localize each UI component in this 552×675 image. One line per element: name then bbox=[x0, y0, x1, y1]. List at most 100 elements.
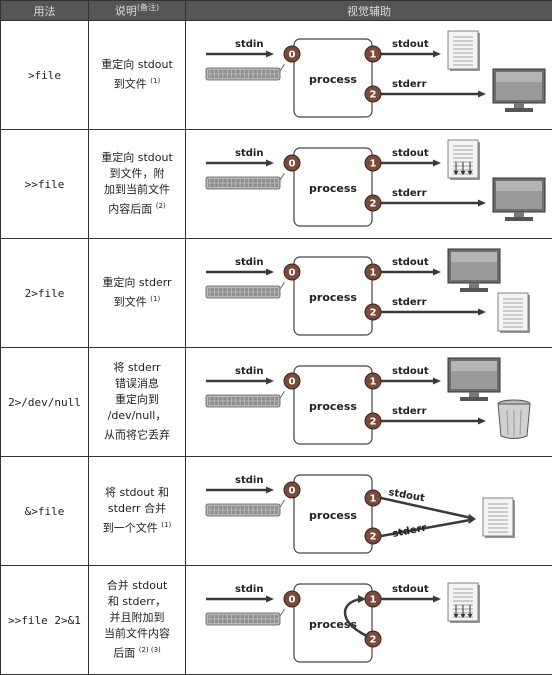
keyboard-icon bbox=[206, 504, 280, 516]
fd1-circle-label: 1 bbox=[370, 50, 377, 61]
stdout-arrow bbox=[381, 498, 476, 521]
fd0-circle-label: 0 bbox=[289, 486, 296, 497]
fd1-circle: 1 bbox=[365, 155, 381, 171]
stdout-arrow bbox=[381, 269, 441, 276]
fd2-circle-label: 2 bbox=[370, 90, 377, 101]
usage-text: >>file bbox=[25, 178, 65, 191]
keyboard-cable bbox=[280, 609, 284, 616]
header-note: (备注) bbox=[137, 3, 159, 12]
usage-cell: >>file bbox=[1, 130, 89, 239]
fd1-circle: 1 bbox=[365, 591, 381, 607]
description-cell: 将 stdout 和 stderr 合并 到一个文件 (1) bbox=[89, 457, 186, 566]
table-row: >>file 2>&1 合并 stdout 和 stderr， 并且附加到 当前… bbox=[1, 566, 552, 675]
fd2-circle: 2 bbox=[365, 86, 381, 102]
keyboard-icon bbox=[206, 177, 280, 189]
stderr-arrow bbox=[381, 309, 486, 316]
keyboard-cable bbox=[280, 391, 284, 398]
stdin-arrow bbox=[206, 596, 274, 603]
stdout-label: stdout bbox=[392, 39, 429, 50]
header-desc-text: 说明 bbox=[115, 5, 137, 18]
stderr-label: stderr bbox=[392, 188, 427, 199]
stdout-label: stdout bbox=[392, 257, 429, 268]
note-ref: (1) bbox=[150, 77, 160, 85]
fd1-circle-label: 1 bbox=[370, 377, 377, 388]
fd1-circle: 1 bbox=[365, 46, 381, 62]
description-cell: 重定向 stdout 到文件，附 加到当前文件 内容后面 (2) bbox=[89, 130, 186, 239]
usage-text: >>file 2>&1 bbox=[8, 614, 81, 627]
fd0-circle: 0 bbox=[284, 155, 300, 171]
stdout-arrow bbox=[381, 378, 441, 385]
stderr-label: stderr bbox=[392, 406, 427, 417]
description-text: 将 stderr 错误消息 重定向到 /dev/null， 从而将它丢弃 bbox=[104, 361, 170, 442]
keyboard-icon bbox=[206, 613, 280, 625]
process-label: process bbox=[309, 182, 357, 195]
description-cell: 将 stderr 错误消息 重定向到 /dev/null， 从而将它丢弃 bbox=[89, 348, 186, 457]
note-ref: (1) bbox=[150, 295, 160, 303]
table-header-row: 用法 说明(备注) 视觉辅助 bbox=[1, 1, 552, 21]
fd2-circle-label: 2 bbox=[370, 308, 377, 319]
description-text: 重定向 stderr 到文件 bbox=[102, 276, 171, 309]
document-icon bbox=[498, 293, 530, 333]
stdin-arrow bbox=[206, 487, 274, 494]
stdout-label: stdout bbox=[392, 584, 429, 595]
usage-text: 2>file bbox=[25, 287, 65, 300]
stdin-arrow bbox=[206, 51, 274, 58]
fd1-circle-label: 1 bbox=[370, 268, 377, 279]
table-row: 2>file 重定向 stderr 到文件 (1) stdin process 0… bbox=[1, 239, 552, 348]
keyboard-icon bbox=[206, 68, 280, 80]
process-label: process bbox=[309, 291, 357, 304]
fd0-circle-label: 0 bbox=[289, 268, 296, 279]
table-row: >>file 重定向 stdout 到文件，附 加到当前文件 内容后面 (2) … bbox=[1, 130, 552, 239]
description-text: 重定向 stdout 到文件 bbox=[101, 58, 173, 91]
fd2-circle: 2 bbox=[365, 304, 381, 320]
table-row: &>file 将 stdout 和 stderr 合并 到一个文件 (1) st… bbox=[1, 457, 552, 566]
stdin-label: stdin bbox=[235, 257, 263, 268]
fd0-circle: 0 bbox=[284, 264, 300, 280]
note-ref: (1) bbox=[161, 521, 171, 529]
fd2-circle-label: 2 bbox=[370, 417, 377, 428]
description-cell: 重定向 stderr 到文件 (1) bbox=[89, 239, 186, 348]
stderr-label: stderr bbox=[391, 523, 427, 540]
header-usage: 用法 bbox=[1, 1, 89, 21]
fd1-circle: 1 bbox=[365, 373, 381, 389]
keyboard-cable bbox=[280, 500, 284, 507]
stdin-label: stdin bbox=[235, 366, 263, 377]
usage-cell: >file bbox=[1, 21, 89, 130]
stderr-arrow bbox=[381, 91, 486, 98]
stdin-arrow bbox=[206, 269, 274, 276]
description-text: 将 stdout 和 stderr 合并 到一个文件 bbox=[103, 486, 169, 535]
stdin-arrow bbox=[206, 160, 274, 167]
description-cell: 重定向 stdout 到文件 (1) bbox=[89, 21, 186, 130]
usage-cell: 2>file bbox=[1, 239, 89, 348]
fd0-circle: 0 bbox=[284, 373, 300, 389]
header-visual: 视觉辅助 bbox=[186, 1, 552, 21]
stderr-label: stderr bbox=[392, 79, 427, 90]
document-icon bbox=[448, 140, 480, 180]
process-label: process bbox=[309, 73, 357, 86]
keyboard-icon bbox=[206, 286, 280, 298]
fd0-circle: 0 bbox=[284, 46, 300, 62]
note-ref: (2) (3) bbox=[139, 646, 161, 654]
stdin-arrow bbox=[206, 378, 274, 385]
stderr-arrow bbox=[381, 200, 486, 207]
stdout-label: stdout bbox=[392, 148, 429, 159]
stdout-arrow bbox=[381, 51, 441, 58]
header-usage-text: 用法 bbox=[34, 5, 56, 18]
stdout-arrow bbox=[381, 160, 441, 167]
fd0-circle-label: 0 bbox=[289, 595, 296, 606]
stdin-label: stdin bbox=[235, 475, 263, 486]
document-icon bbox=[448, 583, 480, 623]
fd0-circle: 0 bbox=[284, 482, 300, 498]
fd2-circle: 2 bbox=[365, 631, 381, 647]
monitor-icon bbox=[448, 358, 500, 401]
stderr-arrow bbox=[381, 418, 486, 425]
